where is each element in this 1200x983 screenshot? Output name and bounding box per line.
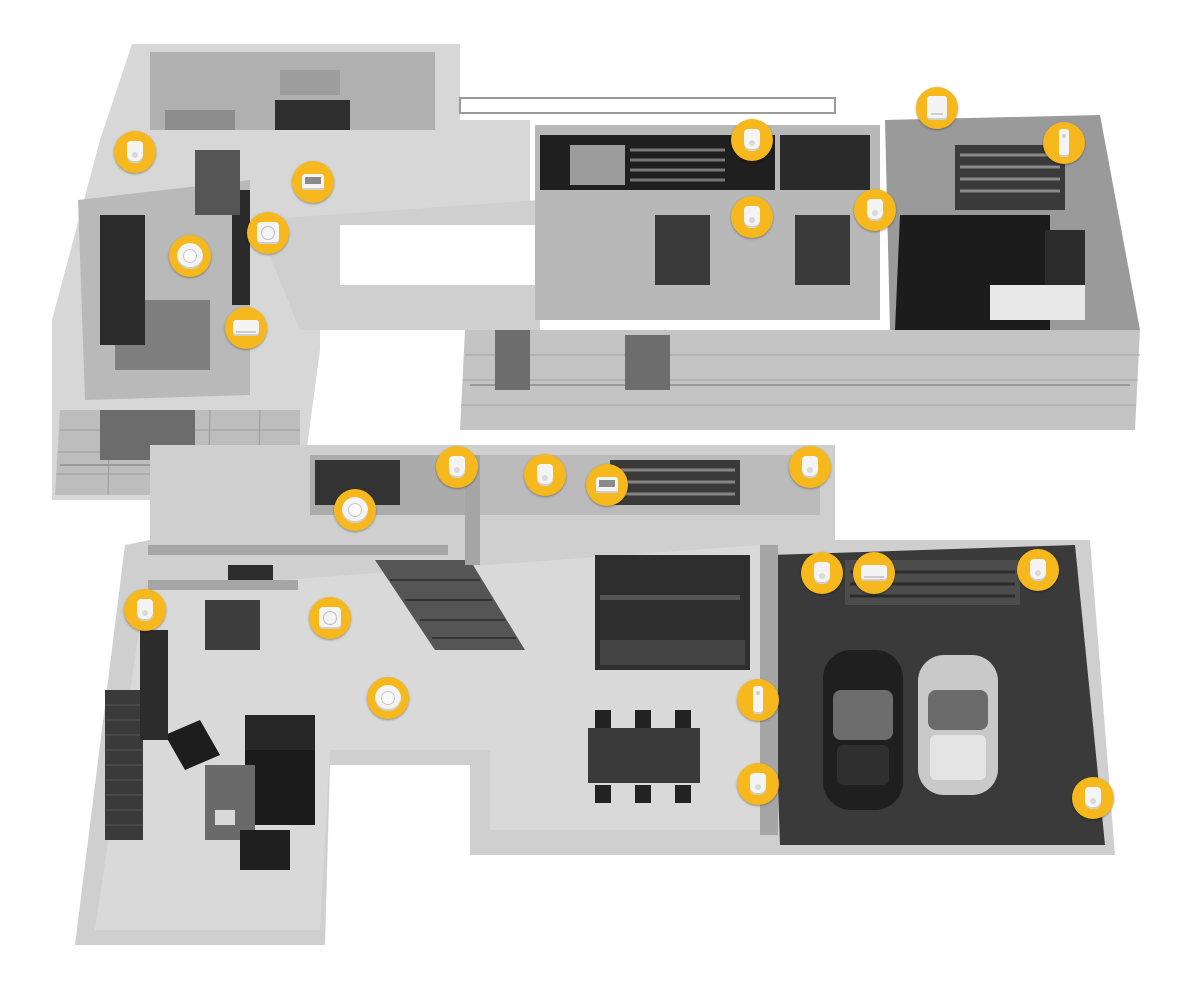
motion-sensor-marker[interactable] (436, 446, 478, 488)
keypad-sensor-marker[interactable] (247, 212, 289, 254)
siren-icon (861, 565, 887, 581)
smoke-detector-icon (342, 497, 368, 523)
staircase (375, 560, 525, 650)
motion-sensor-marker[interactable] (114, 131, 156, 173)
car-light (918, 655, 998, 795)
hub-sensor-marker[interactable] (586, 464, 628, 506)
motion-sensor-icon (1030, 559, 1046, 581)
motion-sensor-marker[interactable] (731, 119, 773, 161)
door-contact-icon (1059, 129, 1069, 157)
door-contact-icon (753, 686, 763, 714)
motion-sensor-marker[interactable] (124, 589, 166, 631)
upper-floor (52, 44, 1140, 500)
motion-sensor-marker[interactable] (737, 763, 779, 805)
contact-sensor-marker[interactable] (737, 679, 779, 721)
keypad-sensor-marker[interactable] (309, 597, 351, 639)
hub-icon (596, 477, 618, 493)
motion-sensor-marker[interactable] (854, 189, 896, 231)
motion-sensor-icon (744, 129, 760, 151)
keypad-icon (319, 607, 341, 629)
smoke-sensor-marker[interactable] (334, 489, 376, 531)
motion-sensor-icon (127, 141, 143, 163)
motion-sensor-icon (137, 599, 153, 621)
motion-sensor-icon (814, 562, 830, 584)
hub-sensor-marker[interactable] (292, 161, 334, 203)
motion-sensor-marker[interactable] (524, 454, 566, 496)
hub-icon (302, 174, 324, 190)
motion-sensor-icon (750, 773, 766, 795)
armchair (165, 720, 220, 770)
motion-sensor-icon (537, 464, 553, 486)
motion-sensor-icon (449, 456, 465, 478)
keypad-icon (257, 222, 279, 244)
ground-floor (75, 445, 1115, 945)
car-dark (823, 650, 903, 810)
motion-sensor-icon (802, 456, 818, 478)
motion-sensor-icon (1085, 787, 1101, 809)
smoke-sensor-marker[interactable] (169, 235, 211, 277)
panel-sensor-marker[interactable] (916, 87, 958, 129)
siren-sensor-marker[interactable] (225, 307, 267, 349)
smoke-sensor-marker[interactable] (367, 677, 409, 719)
motion-sensor-icon (744, 206, 760, 228)
siren-icon (233, 320, 259, 336)
siren-sensor-marker[interactable] (853, 552, 895, 594)
contact-sensor-marker[interactable] (1043, 122, 1085, 164)
stair-opening (340, 225, 535, 285)
smoke-detector-icon (177, 243, 203, 269)
motion-sensor-marker[interactable] (731, 196, 773, 238)
motion-sensor-icon (867, 199, 883, 221)
motion-sensor-marker[interactable] (801, 552, 843, 594)
motion-sensor-marker[interactable] (1017, 549, 1059, 591)
smoke-detector-icon (375, 685, 401, 711)
motion-sensor-marker[interactable] (789, 446, 831, 488)
panel-icon (927, 96, 947, 120)
motion-sensor-marker[interactable] (1072, 777, 1114, 819)
dining-table (588, 728, 700, 783)
coffee-table (205, 765, 255, 840)
